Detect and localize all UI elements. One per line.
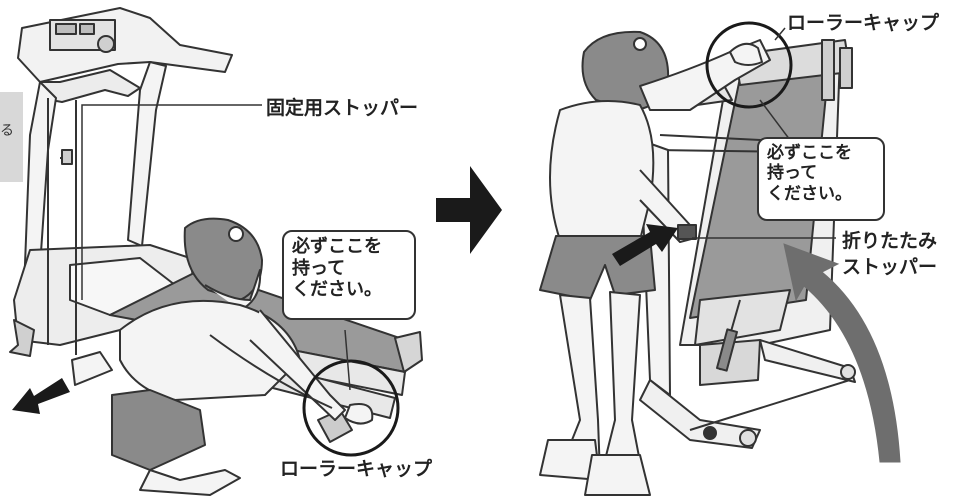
fold-stopper-label-line1: 折りたたみ [842, 230, 938, 252]
center-arrow [436, 166, 502, 254]
left-callout-line1: 必ずここを [292, 236, 382, 257]
left-person [71, 217, 374, 496]
lift-curve-arrow [783, 243, 901, 463]
side-tab-char: る [0, 123, 14, 139]
fold-stopper-arrow [612, 224, 678, 266]
right-roller-cap-circle [705, 21, 793, 109]
left-roller-cap-label: ローラーキャップ [280, 458, 433, 480]
left-callout: 必ずここを 持って ください。 [282, 230, 416, 320]
side-tab: る [0, 92, 23, 182]
left-arrow [12, 378, 70, 414]
left-callout-line3: ください。 [292, 279, 382, 301]
fixing-stopper-label: 固定用ストッパー [266, 97, 419, 119]
right-person [539, 30, 771, 496]
right-roller-cap-label: ローラーキャップ [787, 12, 940, 34]
right-callout-line3: ください。 [767, 183, 852, 204]
left-stopper-pointer [81, 104, 262, 300]
left-callout-line2: 持って [292, 257, 346, 279]
left-roller-cap-circle [302, 359, 400, 457]
right-callout-line1: 必ずここを [767, 143, 852, 163]
fold-stopper-label-line2: ストッパー [842, 256, 938, 278]
right-callout: 必ずここを 持って ください。 [757, 137, 885, 221]
right-callout-line2: 持って [767, 163, 818, 184]
